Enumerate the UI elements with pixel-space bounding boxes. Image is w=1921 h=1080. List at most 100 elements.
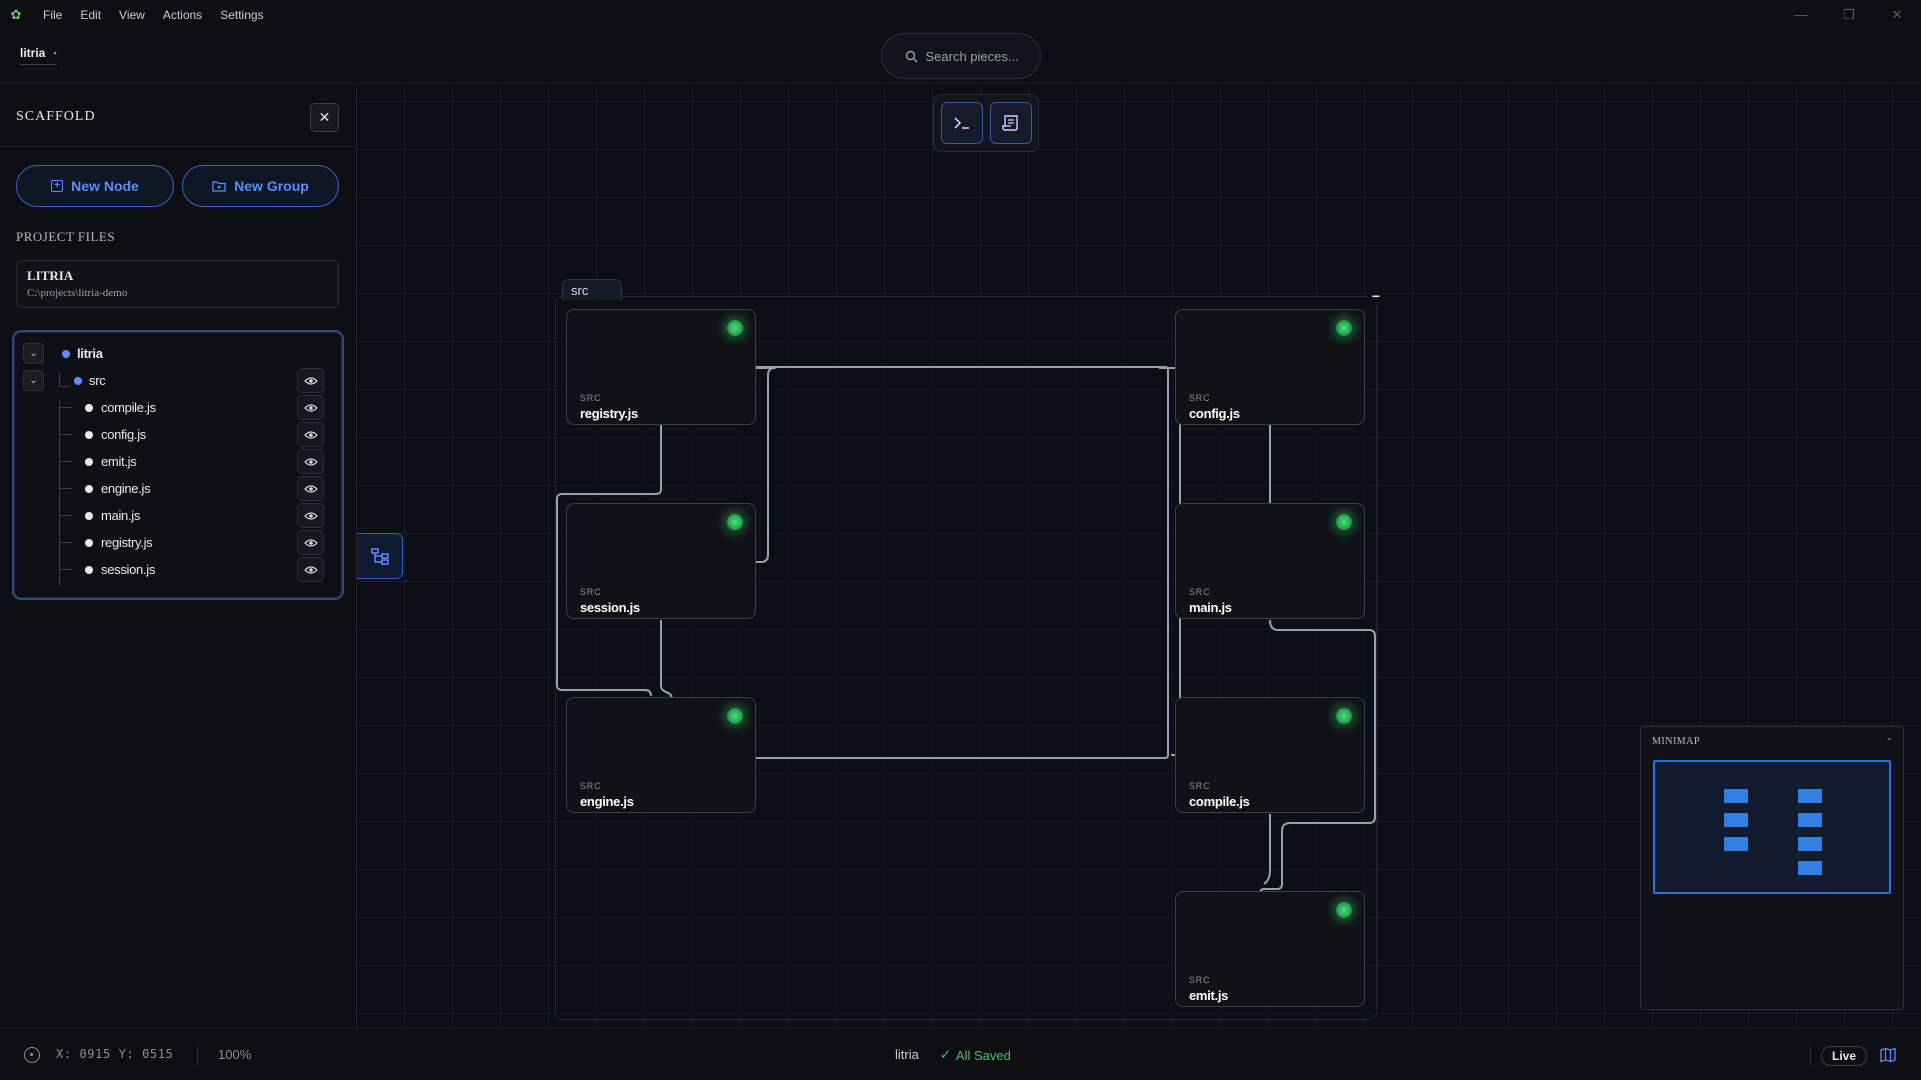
tree-label-file: session.js	[101, 562, 156, 577]
check-icon: ✓	[940, 1047, 951, 1062]
visibility-toggle[interactable]	[297, 368, 324, 393]
tree-row-file[interactable]: engine.js	[14, 475, 342, 502]
sidebar-close-button[interactable]: ✕	[310, 103, 339, 132]
minimize-icon[interactable]: —	[1794, 7, 1808, 22]
menu-settings[interactable]: Settings	[220, 8, 264, 22]
tree-guide	[59, 386, 69, 387]
maximize-icon[interactable]: ❐	[1843, 7, 1855, 22]
tree-label-file: config.js	[101, 427, 146, 442]
toggle-sidebar-button[interactable]	[357, 533, 403, 579]
minimap-node	[1724, 789, 1748, 803]
visibility-toggle[interactable]	[297, 476, 324, 501]
status-indicator	[1336, 708, 1352, 724]
file-dot-icon	[85, 539, 93, 547]
visibility-toggle[interactable]	[297, 557, 324, 582]
group-label[interactable]: src	[562, 279, 622, 300]
tree-guide	[59, 488, 72, 489]
chevron-down-icon[interactable]: ⌄	[23, 370, 44, 391]
new-group-label: New Group	[234, 178, 309, 194]
node-card[interactable]: SRC compile.js	[1175, 697, 1365, 813]
search-box[interactable]	[881, 33, 1041, 79]
script-button[interactable]	[989, 102, 1032, 144]
search-input[interactable]	[925, 48, 1018, 64]
live-toggle[interactable]: Live	[1821, 1046, 1867, 1066]
tree-row-folder[interactable]: ⌄ src	[14, 367, 342, 394]
divider	[1810, 1045, 1811, 1065]
collapse-group-icon[interactable]: −	[1368, 289, 1384, 305]
tree-structure-icon	[370, 548, 389, 565]
tree-label-file: compile.js	[101, 400, 156, 415]
eye-icon	[303, 430, 318, 439]
tree-row-root[interactable]: ⌄ litria	[14, 340, 342, 367]
visibility-toggle[interactable]	[297, 395, 324, 420]
tree-row-file[interactable]: emit.js	[14, 448, 342, 475]
tree-row-file[interactable]: session.js	[14, 556, 342, 583]
minimap-node	[1798, 813, 1822, 827]
eye-icon	[303, 538, 318, 547]
minimap-title: MINIMAP	[1652, 736, 1700, 747]
visibility-toggle[interactable]	[297, 422, 324, 447]
tree-label-file: registry.js	[101, 535, 153, 550]
file-dot-icon	[85, 404, 93, 412]
project-switcher[interactable]: litria •	[20, 46, 57, 65]
node-card[interactable]: SRC engine.js	[566, 697, 756, 813]
eye-icon	[303, 403, 318, 412]
node-filename: emit.js	[1189, 988, 1229, 1003]
tree-row-file[interactable]: compile.js	[14, 394, 342, 421]
minimap-panel: MINIMAP -	[1640, 726, 1904, 1010]
zoom-level[interactable]: 100%	[218, 1047, 252, 1062]
node-filename: config.js	[1189, 406, 1240, 421]
terminal-icon	[953, 117, 969, 129]
chevron-down-icon[interactable]: ⌄	[23, 343, 44, 364]
node-card[interactable]: SRC emit.js	[1175, 891, 1365, 1007]
node-kind: SRC	[1189, 975, 1211, 985]
new-node-button[interactable]: + New Node	[16, 165, 174, 207]
window-controls: — ❐ ✕	[1777, 0, 1921, 30]
minimap-viewport[interactable]	[1653, 760, 1891, 894]
node-kind: SRC	[580, 587, 602, 597]
minimap-node	[1724, 813, 1748, 827]
project-card[interactable]: LITRIA C:\projects\litria-demo	[16, 260, 339, 308]
node-kind: SRC	[1189, 393, 1211, 403]
menu-edit[interactable]: Edit	[80, 8, 102, 22]
close-icon: ✕	[318, 109, 331, 125]
tree-row-file[interactable]: config.js	[14, 421, 342, 448]
folder-dot-icon	[74, 377, 82, 385]
status-indicator	[727, 708, 743, 724]
tree-guide	[59, 407, 72, 408]
file-dot-icon	[85, 566, 93, 574]
tree-row-file[interactable]: main.js	[14, 502, 342, 529]
node-filename: registry.js	[580, 406, 638, 421]
scaffold-sidebar: SCAFFOLD ✕ + New Node New Group PROJECT …	[0, 85, 357, 1028]
minimap-collapse-button[interactable]: -	[1887, 733, 1891, 745]
terminal-button[interactable]	[940, 102, 983, 144]
node-card[interactable]: SRC main.js	[1175, 503, 1365, 619]
close-window-icon[interactable]: ✕	[1891, 7, 1903, 22]
crosshair-icon[interactable]	[24, 1047, 40, 1063]
tree-row-file[interactable]: registry.js	[14, 529, 342, 556]
node-card[interactable]: SRC session.js	[566, 503, 756, 619]
eye-icon	[303, 376, 318, 385]
menu-view[interactable]: View	[119, 8, 145, 22]
tree-label-folder: src	[89, 373, 106, 388]
map-icon[interactable]	[1880, 1047, 1896, 1063]
visibility-toggle[interactable]	[297, 530, 324, 555]
status-indicator	[1336, 320, 1352, 336]
title-bar: ✿ File Edit View Actions Settings — ❐ ✕	[0, 0, 1921, 30]
visibility-toggle[interactable]	[297, 449, 324, 474]
new-group-button[interactable]: New Group	[182, 165, 339, 207]
file-dot-icon	[85, 485, 93, 493]
visibility-toggle[interactable]	[297, 503, 324, 528]
menu-actions[interactable]: Actions	[162, 8, 203, 22]
plus-square-icon: +	[51, 180, 64, 192]
node-card[interactable]: SRC config.js	[1175, 309, 1365, 425]
tree-guide	[59, 372, 60, 386]
menu-file[interactable]: File	[43, 8, 63, 22]
tree-label-file: main.js	[101, 508, 141, 523]
project-files-heading: PROJECT FILES	[16, 229, 116, 244]
tree-guide	[59, 515, 72, 516]
node-card[interactable]: SRC registry.js	[566, 309, 756, 425]
minimap-node	[1798, 837, 1822, 851]
project-path: C:\projects\litria-demo	[27, 287, 128, 299]
canvas-toolbar	[933, 94, 1039, 152]
